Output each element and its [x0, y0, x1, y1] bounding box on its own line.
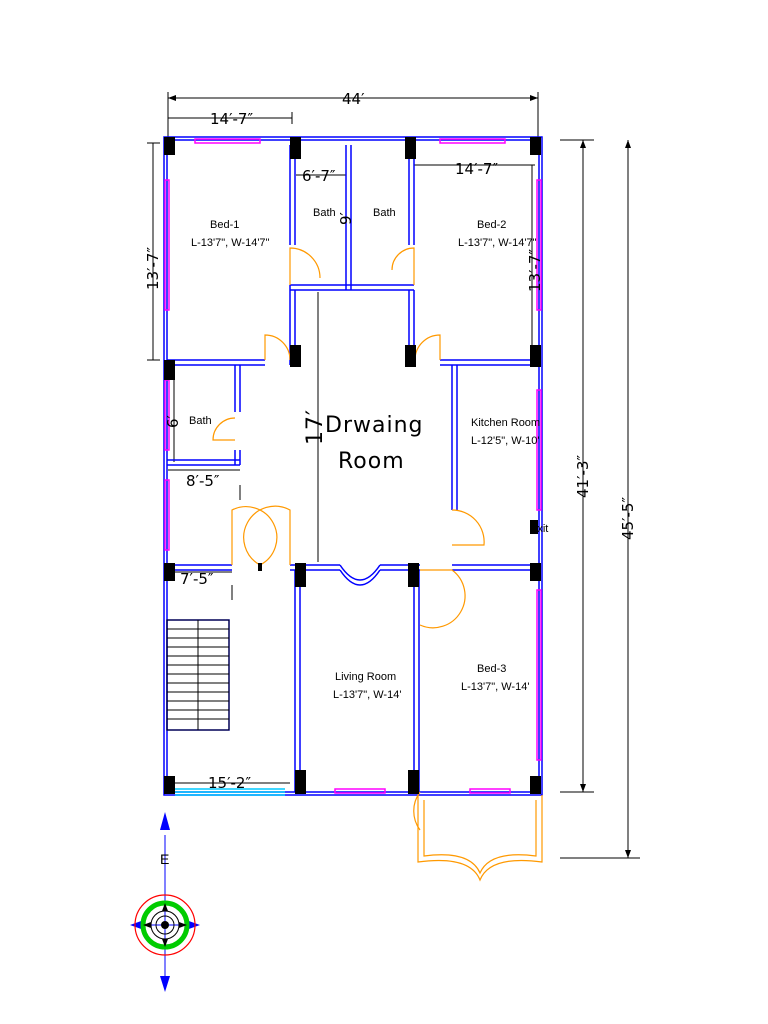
room-bed2-size: L-13'7", W-14'7": [458, 237, 537, 249]
room-bed1-name: Bed-1: [210, 219, 239, 231]
dim-bath-height: 9′: [337, 211, 355, 225]
room-bath-c: Bath: [189, 415, 212, 427]
dim-right-upper-height: 13′-7″: [526, 249, 544, 292]
arrow-right-icon: [186, 920, 200, 930]
room-living-name: Living Room: [335, 671, 396, 683]
room-bed3-size: L-13'7", W-14': [461, 681, 529, 693]
room-living-size: L-13'7", W-14': [333, 689, 401, 701]
arrow-left-icon: [130, 920, 144, 930]
staircase: [166, 619, 230, 731]
dim-overall-height: 45′-5″: [619, 497, 637, 540]
dim-left-bath-width: 8′-5″: [186, 472, 220, 490]
arrow-up-icon: [160, 812, 170, 830]
dim-inner-height: 41′-3″: [574, 455, 592, 498]
glass-front: [175, 788, 285, 796]
room-bed1-size: L-13'7", W-14'7": [191, 237, 270, 249]
room-drawing-line2: Room: [338, 449, 405, 474]
room-bath-a: Bath: [313, 207, 336, 219]
walls: [163, 136, 543, 796]
exit-label: Exit: [530, 523, 548, 535]
arrow-down-icon: [160, 976, 170, 992]
dim-bottom-left-width: 15′-2″: [208, 774, 251, 792]
compass: E: [130, 812, 200, 992]
dim-top-left-width: 14′-7″: [210, 110, 253, 128]
dim-stair-landing: 7′-5″: [180, 570, 214, 588]
dim-bath-width: 6′-7″: [302, 167, 336, 185]
compass-direction-label: E: [160, 851, 169, 867]
dimension-lines: [147, 92, 640, 859]
dim-left-bath-height: 6′: [164, 414, 182, 428]
dim-left-upper-height: 13′-7″: [144, 247, 162, 290]
doors: [212, 247, 543, 882]
windows: [164, 138, 542, 794]
room-kitchen-name: Kitchen Room: [471, 417, 540, 429]
room-bed2-name: Bed-2: [477, 219, 506, 231]
room-kitchen-size: L-12'5", W-10': [471, 435, 539, 447]
arrow-heads: [168, 95, 631, 858]
dim-drawing-room-height: 17′: [303, 409, 328, 445]
room-drawing-line1: Drwaing: [325, 413, 423, 438]
dim-top-right-width: 14′-7″: [455, 160, 498, 178]
room-bed3-name: Bed-3: [477, 663, 506, 675]
dim-overall-width: 44′: [342, 90, 365, 108]
columns: [164, 137, 541, 794]
room-bath-b: Bath: [373, 207, 396, 219]
